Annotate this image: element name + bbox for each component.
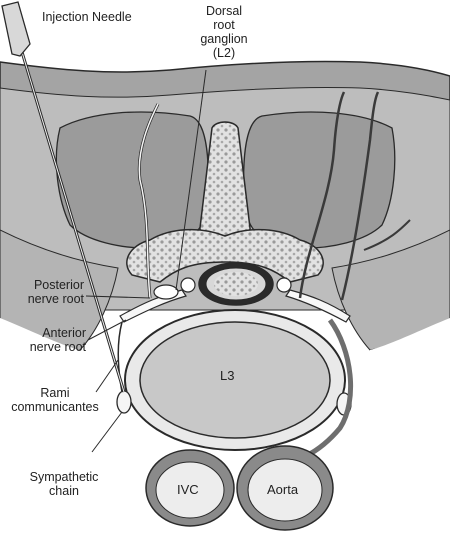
label-sympathetic-chain: Sympathetic chain xyxy=(29,470,99,498)
needle-hub-icon xyxy=(1,1,31,57)
dorsal-root-ganglion xyxy=(153,284,179,300)
label-rami-communicantes: Rami communicantes xyxy=(11,386,99,414)
aorta-lumen xyxy=(247,458,323,522)
right-nerve-root xyxy=(285,289,351,323)
vertebral-body xyxy=(139,321,331,439)
cauda-equina xyxy=(214,272,258,296)
right-vessel-branch-b xyxy=(363,219,411,251)
left-paraspinal-muscle xyxy=(55,111,210,249)
left-nerve-root-sleeve xyxy=(180,277,196,293)
label-dorsal-root-ganglion: Dorsal root ganglion (L2) xyxy=(200,4,248,60)
ivc-lumen xyxy=(155,461,225,519)
leader-posterior xyxy=(85,295,151,299)
leader-sympathetic xyxy=(91,411,123,453)
right-posterior-ramus xyxy=(298,91,346,299)
label-l3: L3 xyxy=(220,368,235,383)
right-nerve-root-sleeve xyxy=(276,277,292,293)
label-ivc: IVC xyxy=(177,482,199,497)
leader-rami xyxy=(95,359,119,393)
right-sympathetic-trunk xyxy=(304,318,354,459)
label-aorta: Aorta xyxy=(267,482,299,497)
needle-shaft-highlight xyxy=(21,51,125,393)
leader-ganglion xyxy=(175,69,207,291)
label-anterior-nerve-root: Anterior nerve root xyxy=(29,326,86,354)
label-posterior-nerve-root: Posterior nerve root xyxy=(27,278,84,306)
left-sympathetic-ganglion xyxy=(116,390,132,414)
label-injection-needle: Injection Needle xyxy=(42,10,132,24)
right-vessel-branch xyxy=(340,91,380,301)
lower-body-fill xyxy=(0,318,450,538)
leader-anterior xyxy=(87,319,127,341)
left-posterior-ramus-inner xyxy=(138,103,159,299)
right-paraspinal-muscle xyxy=(242,111,396,249)
